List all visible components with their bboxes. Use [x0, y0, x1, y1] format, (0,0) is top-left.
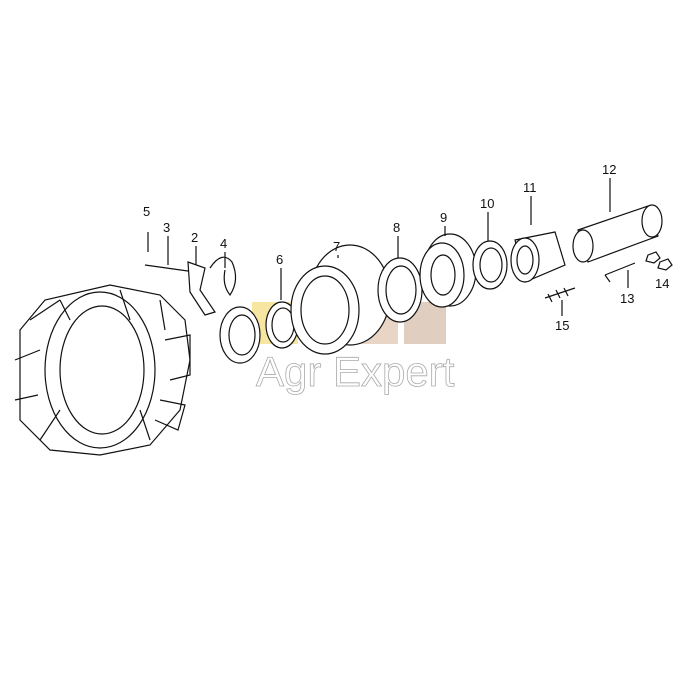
callout-8: 8 — [393, 220, 400, 235]
callout-11: 11 — [523, 180, 537, 195]
callout-13: 13 — [620, 291, 634, 306]
callout-15: 15 — [555, 318, 569, 333]
callout-10: 10 — [480, 196, 494, 211]
callout-7: 7 — [333, 239, 340, 254]
callout-4: 4 — [220, 236, 227, 251]
clutch-housing — [14, 284, 191, 456]
watermark-text: Agr Expert — [256, 348, 455, 395]
callout-labels: 5 3 2 4 6 7 8 9 10 11 12 13 14 15 — [143, 162, 669, 333]
callout-6: 6 — [276, 252, 283, 267]
callout-2: 2 — [191, 230, 198, 245]
callout-3: 3 — [163, 220, 170, 235]
callout-9: 9 — [440, 210, 447, 225]
callout-12: 12 — [602, 162, 616, 177]
callout-14: 14 — [655, 276, 669, 291]
callout-5: 5 — [143, 204, 150, 219]
